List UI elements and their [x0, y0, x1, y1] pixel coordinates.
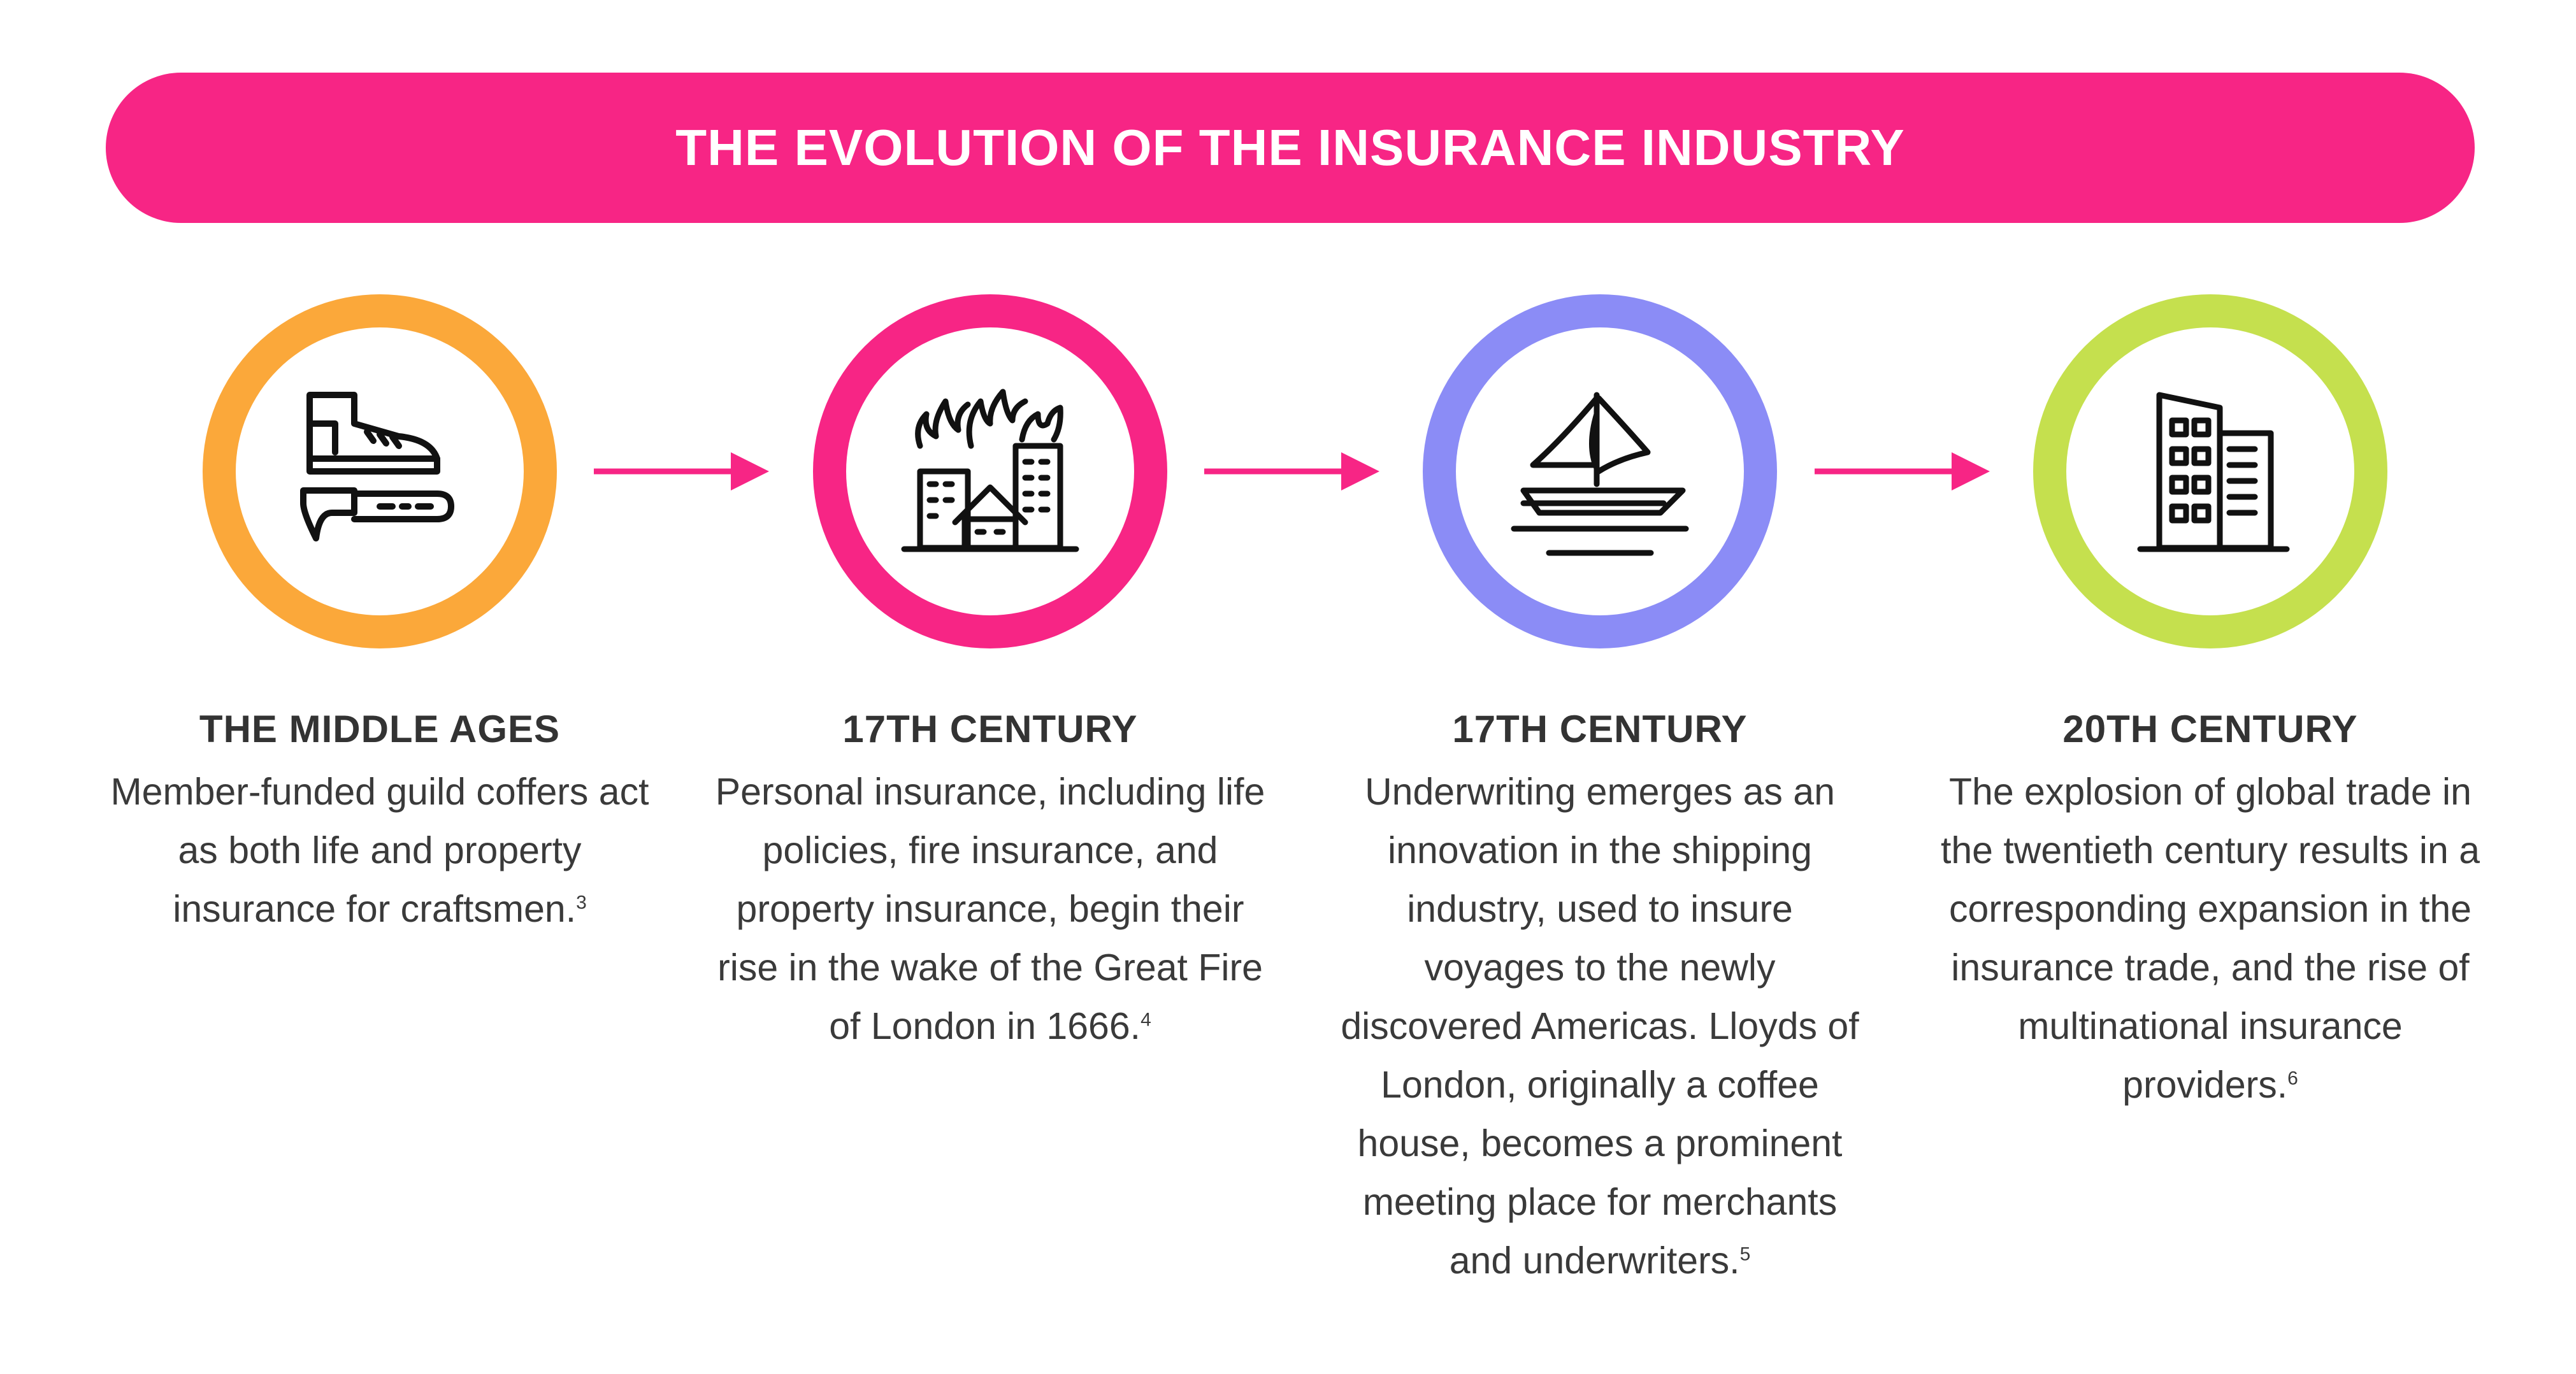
office-buildings-icon	[2137, 392, 2290, 552]
stage-4: 20TH CENTURY The explosion of global tra…	[1924, 707, 2497, 1114]
stage-1: THE MIDDLE AGES Member-funded guild coff…	[93, 707, 666, 938]
stage-2: 17TH CENTURY Personal insurance, includi…	[703, 707, 1277, 1056]
stage-3-description: Underwriting emerges as an innovation in…	[1332, 762, 1867, 1290]
stage-3: 17TH CENTURY Underwriting emerges as an …	[1313, 707, 1887, 1290]
stage-2-title: 17TH CENTURY	[842, 708, 1138, 750]
stage-1-title: THE MIDDLE AGES	[199, 708, 561, 750]
stage-4-description: The explosion of global trade in the twe…	[1930, 762, 2491, 1114]
stage-4-description-text: The explosion of global trade in the twe…	[1940, 771, 2480, 1106]
stage-1-footnote: 3	[576, 892, 587, 913]
stage-4-footnote: 6	[2287, 1068, 2298, 1089]
arrow-1	[594, 452, 769, 490]
page-title: THE EVOLUTION OF THE INSURANCE INDUSTRY	[675, 119, 1905, 176]
stage-1-ring	[203, 294, 557, 648]
stage-3-footnote: 5	[1739, 1243, 1751, 1265]
boot-and-hammer-icon	[300, 392, 454, 541]
sailing-ship-icon	[1511, 392, 1689, 556]
stage-3-ring	[1423, 294, 1777, 648]
burning-city-icon	[901, 389, 1079, 552]
stage-4-ring	[2033, 294, 2387, 648]
stage-2-description-text: Personal insurance, including life polic…	[715, 771, 1265, 1047]
title-banner: THE EVOLUTION OF THE INSURANCE INDUSTRY	[106, 73, 2475, 223]
arrow-3	[1815, 452, 1990, 490]
stage-1-description: Member-funded guild coffers act as both …	[106, 762, 654, 938]
stage-2-footnote: 4	[1140, 1009, 1151, 1031]
stage-4-title: 20TH CENTURY	[2062, 708, 2358, 750]
stage-2-description: Personal insurance, including life polic…	[710, 762, 1270, 1056]
stage-2-ring	[813, 294, 1167, 648]
stage-3-title: 17TH CENTURY	[1452, 708, 1748, 750]
stage-3-description-text: Underwriting emerges as an innovation in…	[1341, 771, 1859, 1282]
stage-1-description-text: Member-funded guild coffers act as both …	[110, 771, 649, 930]
arrow-2	[1204, 452, 1379, 490]
